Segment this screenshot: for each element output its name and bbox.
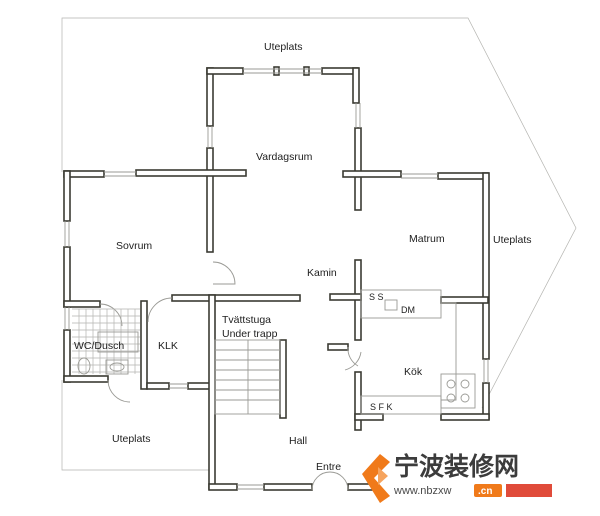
watermark-chinese: 宁波装修网: [394, 452, 519, 481]
watermark-url: www.nbzxw: [393, 485, 452, 497]
watermark: 宁波装修网 www.nbzxw .cn: [362, 452, 552, 503]
label-ss: S S: [369, 292, 384, 302]
label-entre: Entre: [316, 461, 341, 473]
windows: [64, 68, 489, 490]
stairs: [214, 339, 281, 415]
label-uteplats-top: Uteplats: [264, 41, 303, 53]
label-uteplats-right: Uteplats: [493, 234, 532, 246]
label-kok: Kök: [404, 366, 423, 378]
label-under-trapp: Under trapp: [222, 328, 278, 340]
watermark-stripe: [506, 484, 552, 497]
wc-tiles: [72, 308, 140, 374]
label-tvattstuga: Tvättstuga: [222, 314, 271, 326]
terrace-outline: [61, 17, 577, 471]
kitchen-fixtures: [360, 289, 476, 415]
watermark-logo-icon: [362, 454, 390, 503]
label-vardagsrum: Vardagsrum: [256, 151, 313, 163]
room-labels: Uteplats Uteplats Uteplats Vardagsrum So…: [74, 41, 532, 473]
label-hall: Hall: [289, 435, 307, 447]
label-klk: KLK: [158, 340, 178, 352]
watermark-url-badge: [474, 484, 502, 497]
door-swings: [99, 261, 362, 491]
watermark-url-cn: .cn: [478, 486, 492, 497]
label-sfk: S F K: [370, 402, 393, 412]
label-kamin: Kamin: [307, 267, 337, 279]
label-matrum: Matrum: [409, 233, 445, 245]
walls: [63, 66, 490, 491]
wc-fixtures: [77, 357, 129, 375]
label-dm: DM: [401, 305, 415, 315]
label-uteplats-bottom: Uteplats: [112, 433, 151, 445]
label-wc-dusch: WC/Dusch: [74, 340, 124, 352]
label-sovrum: Sovrum: [116, 240, 152, 252]
